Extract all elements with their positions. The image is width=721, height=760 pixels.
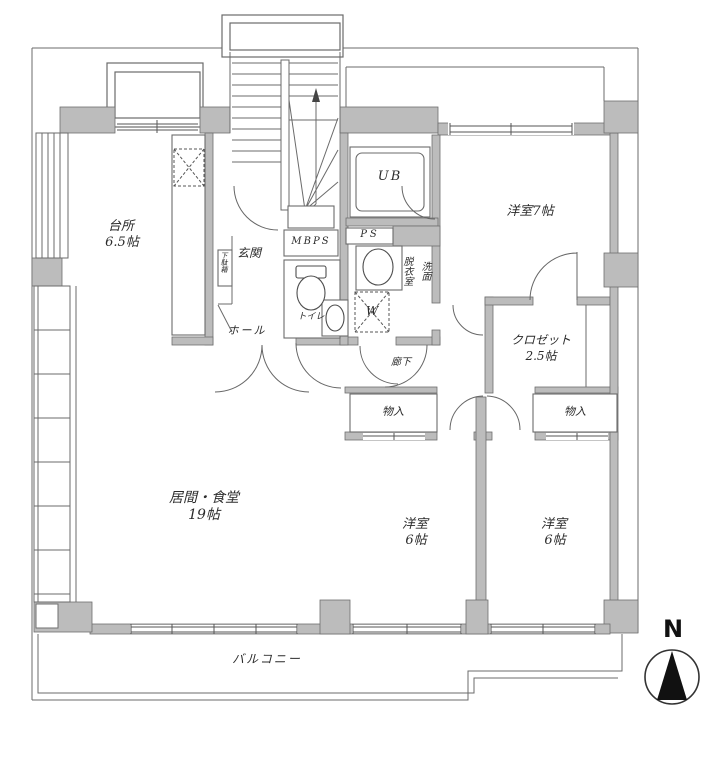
- room-label-entrance: 玄関: [236, 246, 262, 260]
- north-corridor-outline: [345, 66, 605, 107]
- label-washing-machine: W: [365, 304, 379, 318]
- label-ps: PS: [360, 229, 380, 240]
- stairwell-box: [221, 14, 344, 58]
- stairs: [229, 52, 341, 217]
- room-label-western-room-6-right: 洋室: [540, 517, 568, 532]
- windows: [33, 120, 608, 634]
- room-label-closet: クロゼット: [510, 333, 572, 347]
- service-balcony: [106, 62, 204, 128]
- label-storage-left: 物入: [382, 405, 404, 418]
- property-outline: [31, 47, 639, 701]
- ps-box: [345, 227, 394, 245]
- room-label-living-dining: 居間・食堂: [169, 490, 239, 506]
- storage-right-box: [532, 393, 618, 433]
- louver-window: [35, 132, 69, 259]
- genkan-step: [217, 236, 233, 333]
- toilet-door: [295, 342, 342, 389]
- room-label-unit-bath: UB: [377, 169, 403, 184]
- compass: [644, 649, 700, 705]
- interior-lines: [217, 236, 587, 387]
- room-size-western-room-6-left: 6帖: [405, 533, 427, 548]
- washroom-door: [359, 345, 399, 385]
- label-shoe-cabinet: 下駄箱: [220, 252, 228, 273]
- room-label-hall: ホール: [227, 324, 267, 337]
- room-size-western-room-6-right: 6帖: [544, 533, 566, 548]
- kitchen-counter: [171, 134, 206, 336]
- mini-basin: [325, 304, 345, 332]
- label-storage-right: 物入: [564, 405, 586, 418]
- compass-needle: [657, 651, 687, 700]
- label-mbps: MBPS: [291, 236, 331, 247]
- dashed-equipment: [173, 148, 390, 333]
- understair-box: [287, 205, 335, 229]
- toilet-bowl: [296, 275, 326, 311]
- room-label-washstand: 洗面: [419, 261, 430, 281]
- room-size-closet: 2.5帖: [525, 349, 557, 363]
- balcony-railing: [37, 634, 618, 694]
- room-label-dressing-room: 脱衣室: [401, 256, 412, 286]
- west-strip: [33, 285, 77, 603]
- bedroom-right-door: [486, 395, 521, 431]
- doors: [214, 185, 578, 431]
- living-double-door-right: [261, 344, 310, 393]
- washing-machine-pan: [354, 291, 390, 333]
- room-label-balcony: バルコニー: [232, 652, 302, 666]
- room-label-western-room-7: 洋室7帖: [506, 204, 554, 219]
- living-double-door-left: [214, 344, 263, 393]
- room-label-toilet: トイレ: [297, 312, 325, 322]
- closet-passage-door: [452, 304, 484, 336]
- mbps-box: [283, 229, 339, 257]
- compass-north-label: N: [662, 615, 684, 643]
- corridor-living-door: [384, 344, 428, 388]
- kitchen-sink-unit: [173, 148, 205, 187]
- entrance-door: [233, 185, 279, 231]
- unit-bath-door: [401, 185, 436, 220]
- walls: [31, 100, 639, 635]
- washbasin: [362, 248, 394, 286]
- storage-left-box: [349, 393, 438, 433]
- room-label-western-room-6-left: 洋室: [401, 517, 429, 532]
- bathtub: [355, 152, 425, 212]
- western-room-7-door: [529, 252, 578, 301]
- room-label-corridor: 廊下: [391, 357, 411, 368]
- room-label-kitchen: 台所: [107, 219, 135, 234]
- stair-arrow: [312, 88, 320, 102]
- fixtures: [295, 248, 394, 332]
- room-size-living-dining: 19帖: [188, 507, 220, 523]
- bedroom-left-door: [449, 395, 484, 431]
- room-size-kitchen: 6.5帖: [105, 235, 139, 250]
